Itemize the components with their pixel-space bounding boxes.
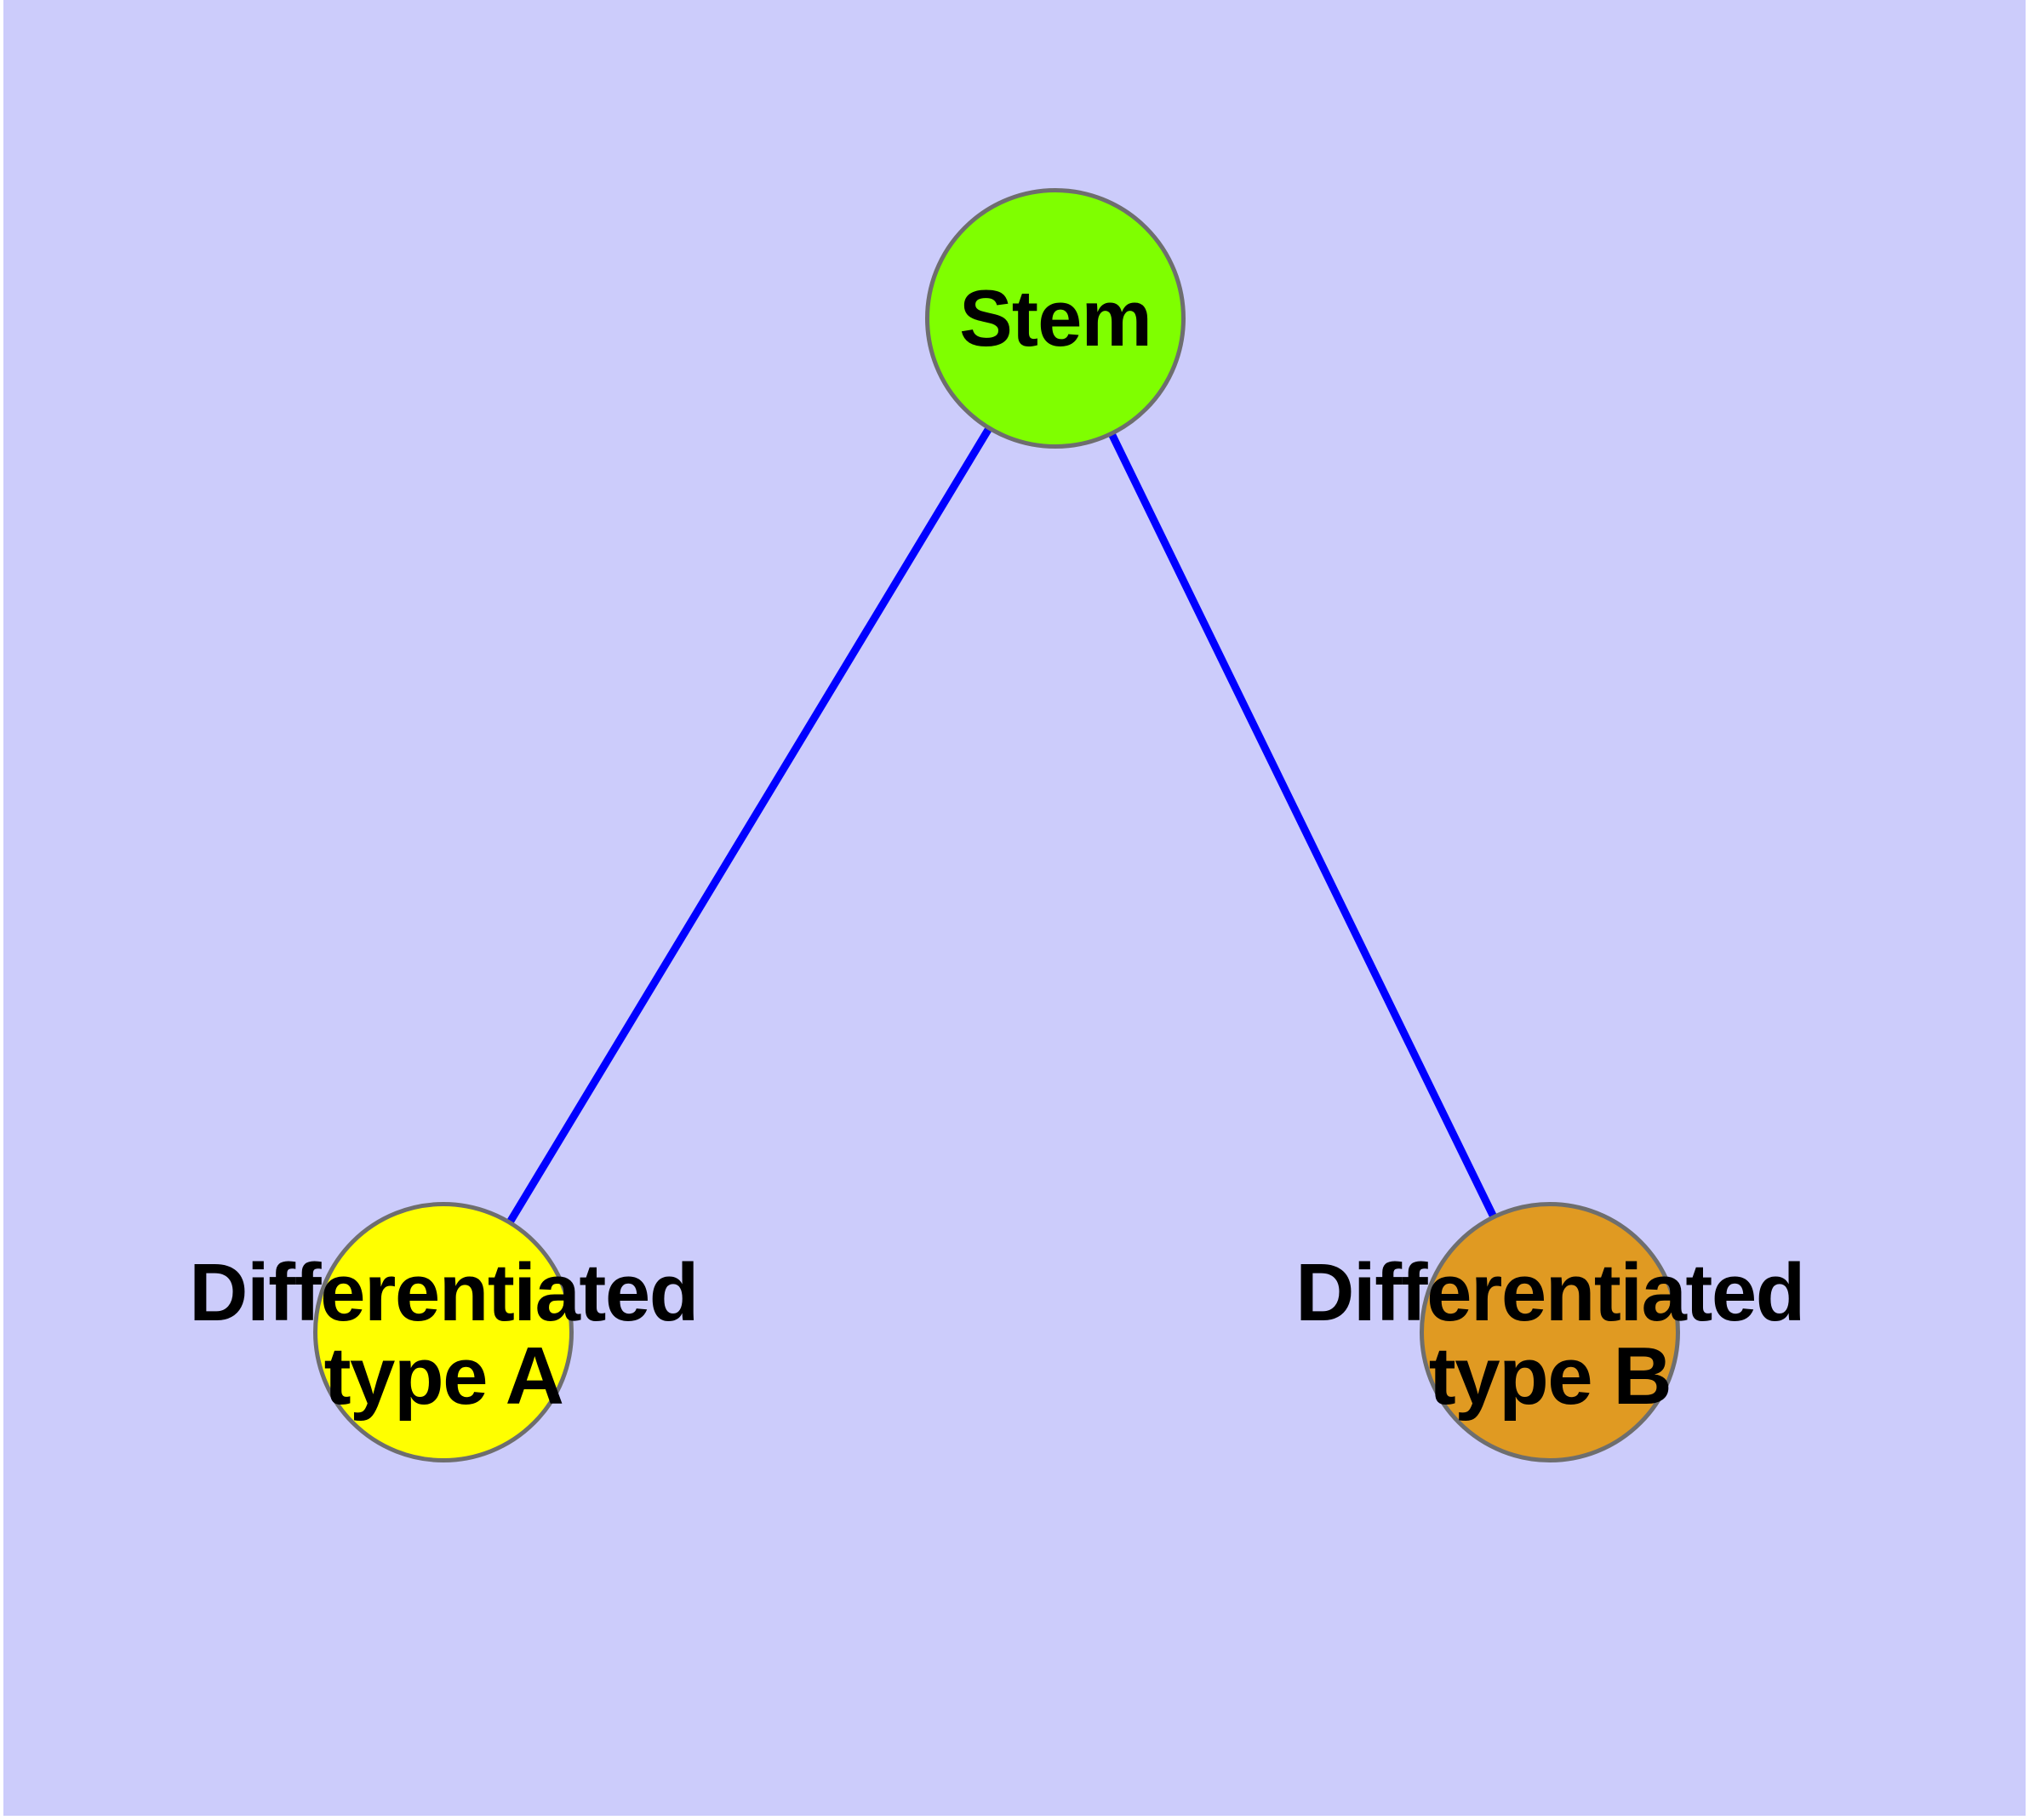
edge-stem-to-type-b	[1051, 317, 1554, 1334]
edge-stem-to-type-a	[440, 316, 1059, 1335]
node-circle-stem[interactable]	[925, 188, 1186, 449]
node-layer	[313, 188, 1680, 1462]
node-circle-type-b[interactable]	[1420, 1202, 1680, 1462]
node-circle-type-a[interactable]	[313, 1202, 574, 1462]
edge-layer	[440, 316, 1554, 1335]
